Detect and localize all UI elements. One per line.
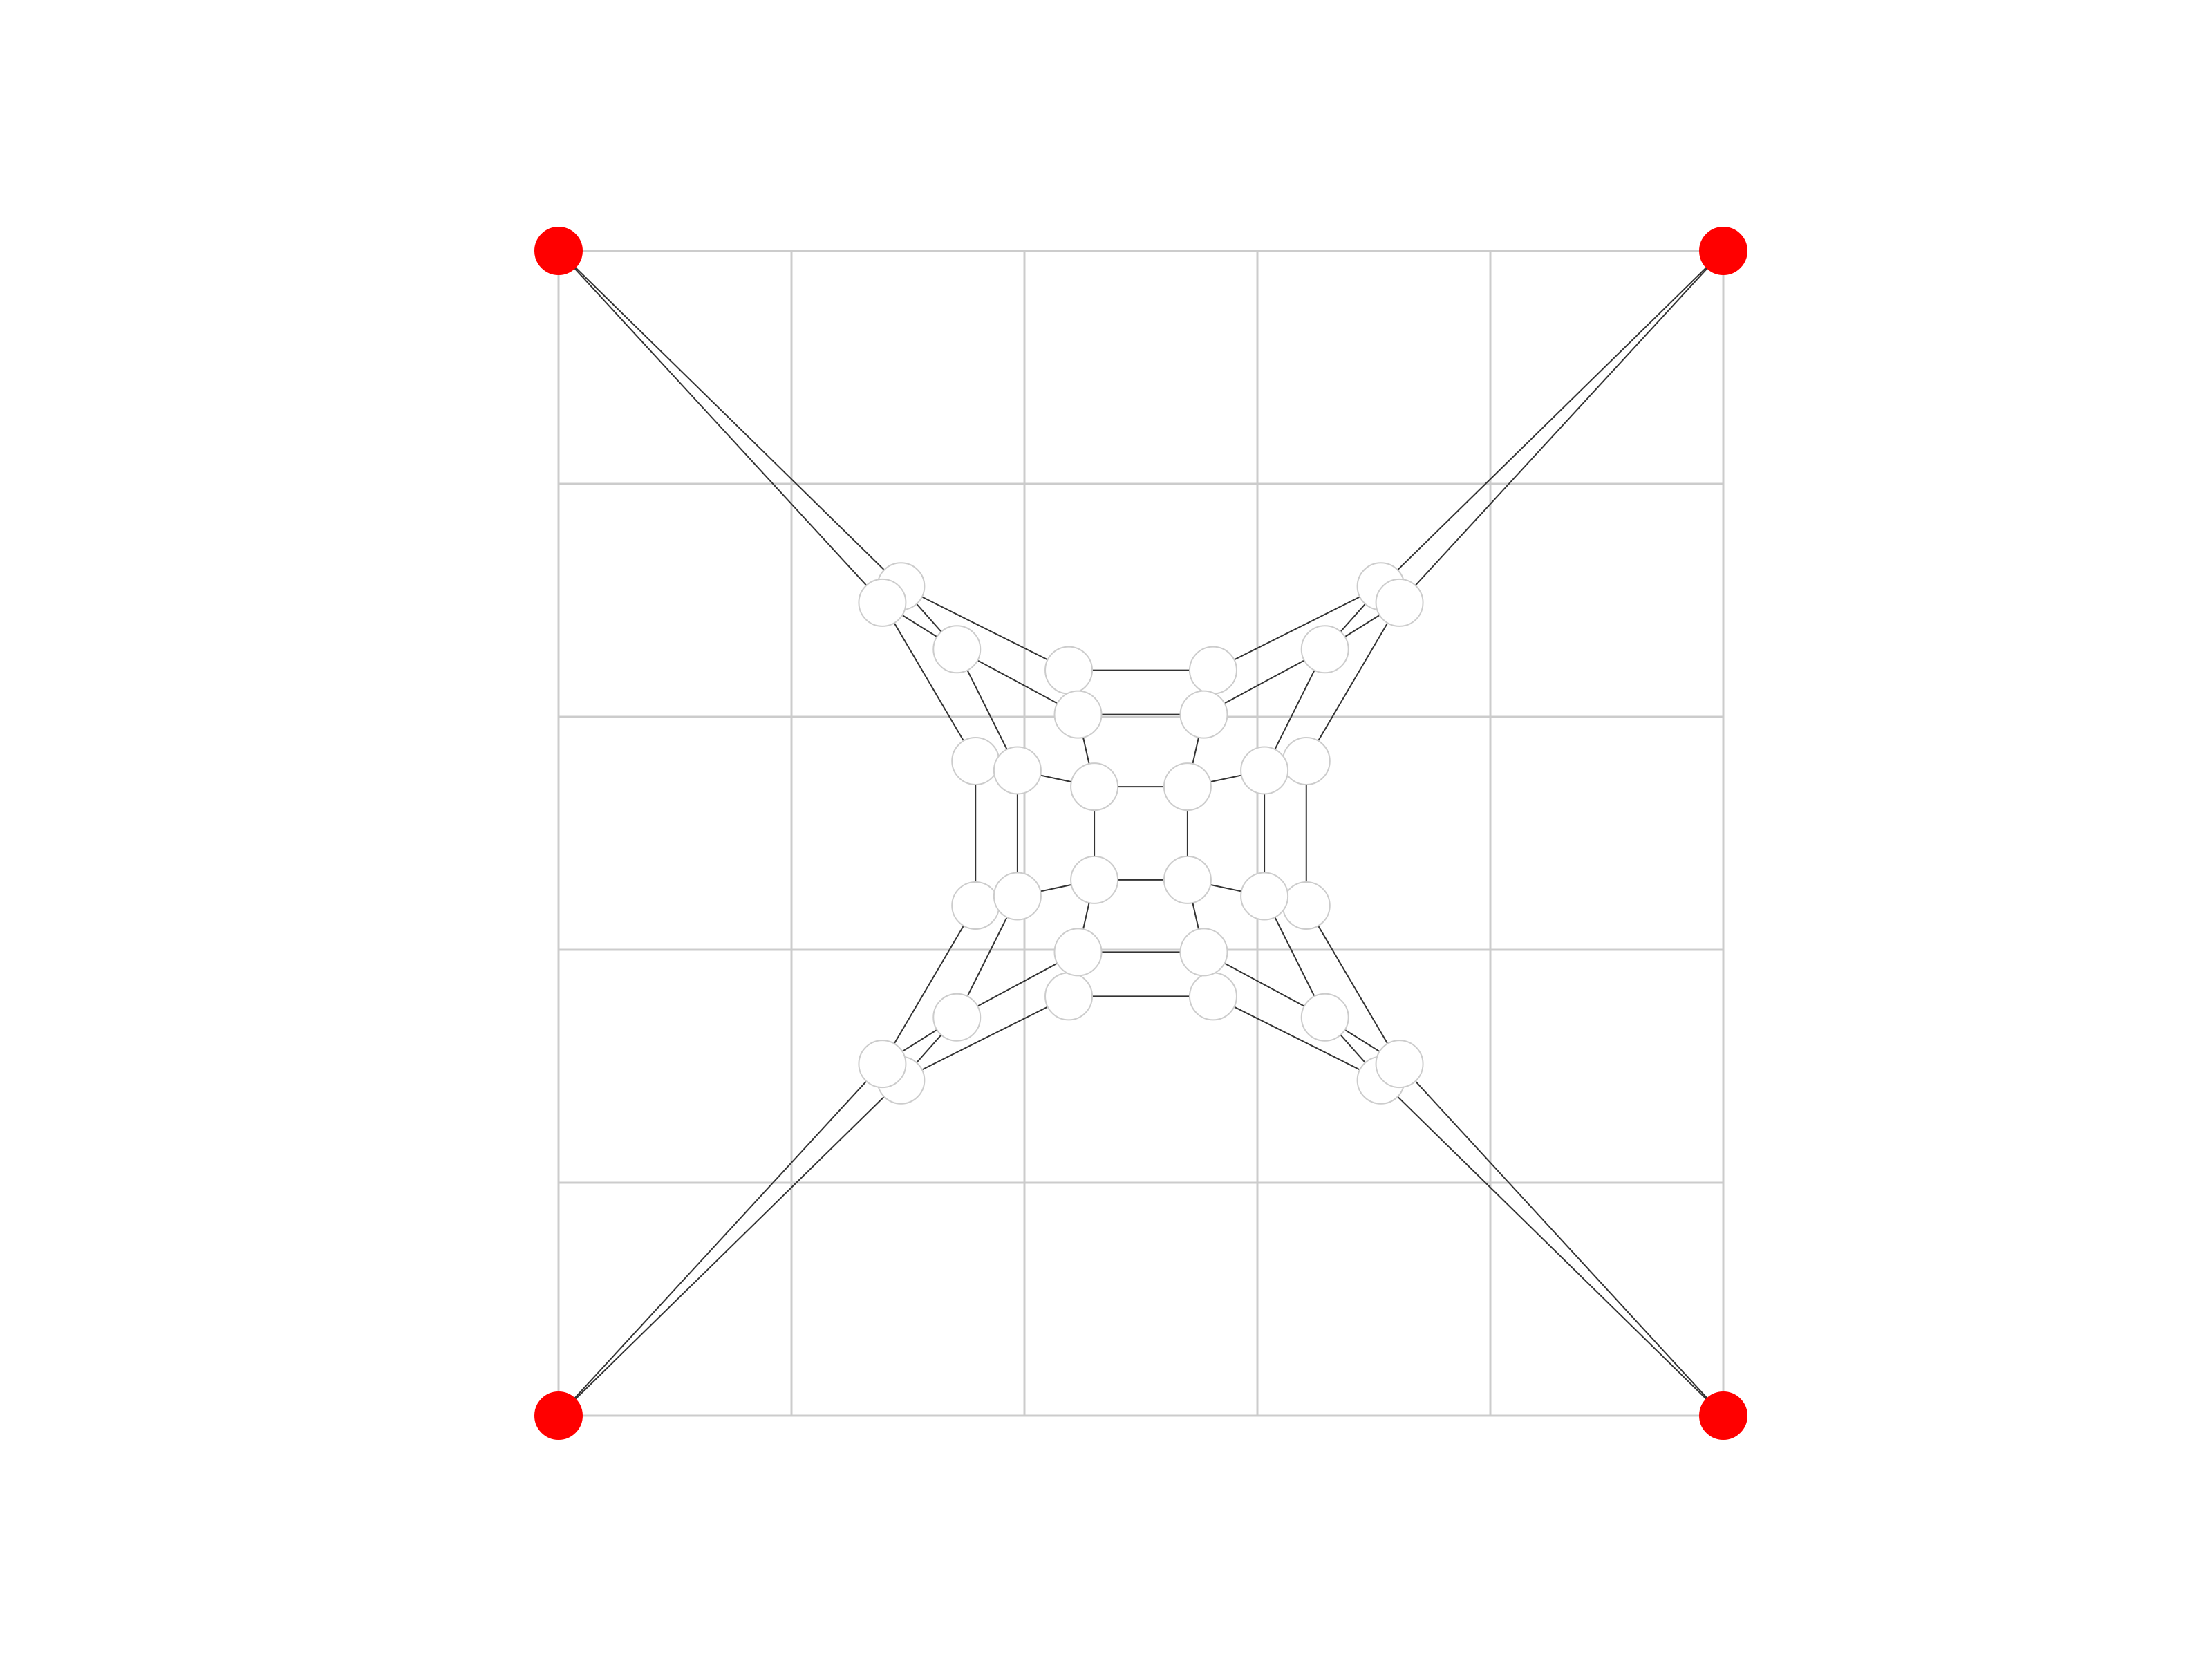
graph-edge (558, 1063, 883, 1416)
graph-node[interactable] (1282, 737, 1331, 786)
graph-node[interactable] (858, 578, 907, 627)
graph-edge (1398, 1063, 1724, 1416)
graph-node[interactable] (1188, 646, 1237, 695)
graph-node[interactable] (1240, 746, 1289, 795)
graph-edge (900, 995, 1069, 1081)
graph-node[interactable] (1300, 993, 1349, 1042)
graph-edge (1398, 250, 1724, 603)
grid (557, 250, 1725, 1417)
graph-edge (558, 250, 883, 603)
fixed-node[interactable] (534, 1391, 583, 1440)
graph-edge (1305, 602, 1400, 762)
graph-edge (558, 250, 902, 587)
graph-node[interactable] (1044, 646, 1094, 695)
graph-edge (1212, 585, 1382, 671)
graph-edge (900, 585, 1069, 671)
graph-node[interactable] (1179, 690, 1228, 739)
graph-edge (881, 905, 977, 1065)
graph-node[interactable] (1070, 762, 1119, 812)
graph-node[interactable] (1300, 625, 1349, 674)
graph-edge (1380, 1080, 1724, 1416)
fixed-node[interactable] (534, 227, 583, 275)
graph-node[interactable] (1179, 928, 1228, 977)
graph-edge (1305, 905, 1400, 1065)
graph-node[interactable] (858, 1040, 907, 1089)
fixed-node[interactable] (1699, 1391, 1747, 1440)
graph-node[interactable] (1070, 855, 1119, 904)
graph-node[interactable] (1375, 1040, 1424, 1089)
graph-node[interactable] (1053, 928, 1103, 977)
graph-node[interactable] (932, 993, 982, 1042)
graph-node[interactable] (1240, 872, 1289, 921)
graph-node[interactable] (1375, 578, 1424, 627)
graph-node[interactable] (1044, 972, 1094, 1021)
graph-node[interactable] (951, 881, 1000, 930)
graph-edge (881, 602, 977, 762)
graph-node[interactable] (932, 625, 982, 674)
graph-edge (1212, 995, 1382, 1081)
graph-node[interactable] (1282, 881, 1331, 930)
graph-edge (558, 1080, 902, 1416)
graph-node[interactable] (1163, 855, 1212, 904)
graph-node[interactable] (951, 737, 1000, 786)
fixed-node[interactable] (1699, 227, 1747, 275)
graph-node[interactable] (1188, 972, 1237, 1021)
graph-node[interactable] (1163, 762, 1212, 812)
graph-node[interactable] (993, 746, 1042, 795)
graph-node[interactable] (1053, 690, 1103, 739)
nodes (534, 227, 1747, 1440)
graph-node[interactable] (993, 872, 1042, 921)
graph-edge (1380, 250, 1724, 587)
